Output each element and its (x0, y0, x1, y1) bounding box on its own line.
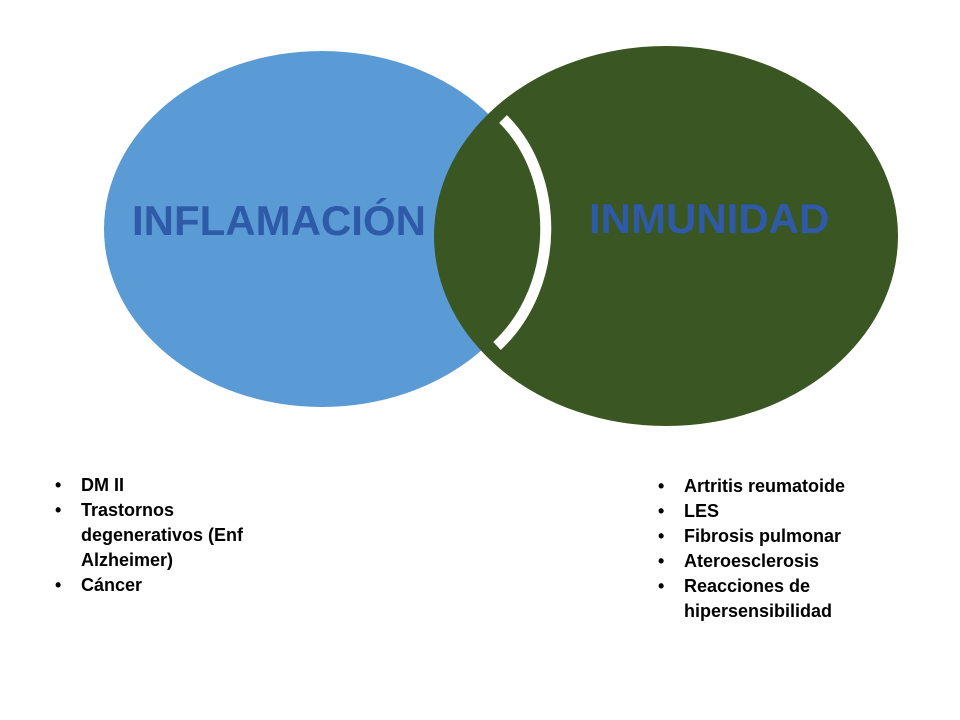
inmunidad-conditions-list: Artritis reumatoide LES Fibrosis pulmona… (658, 474, 918, 624)
list-item: Cáncer (55, 573, 255, 598)
list-item: DM II (55, 473, 255, 498)
inflamacion-label: INFLAMACIÓN (132, 196, 426, 244)
list-item: Artritis reumatoide (658, 474, 918, 499)
list-item: Ateroesclerosis (658, 549, 918, 574)
inmunidad-label: INMUNIDAD (589, 195, 829, 242)
list-item: Trastornos degenerativos (Enf Alzheimer) (55, 498, 255, 573)
list-item: LES (658, 499, 918, 524)
inmunidad-circle (434, 46, 898, 426)
inflamacion-conditions-list: DM II Trastornos degenerativos (Enf Alzh… (55, 473, 255, 598)
list-item: Fibrosis pulmonar (658, 524, 918, 549)
overlap-boundary-arc (493, 115, 552, 351)
list-item: Reacciones de hipersensibilidad (658, 574, 918, 624)
inflamacion-circle (104, 51, 540, 407)
